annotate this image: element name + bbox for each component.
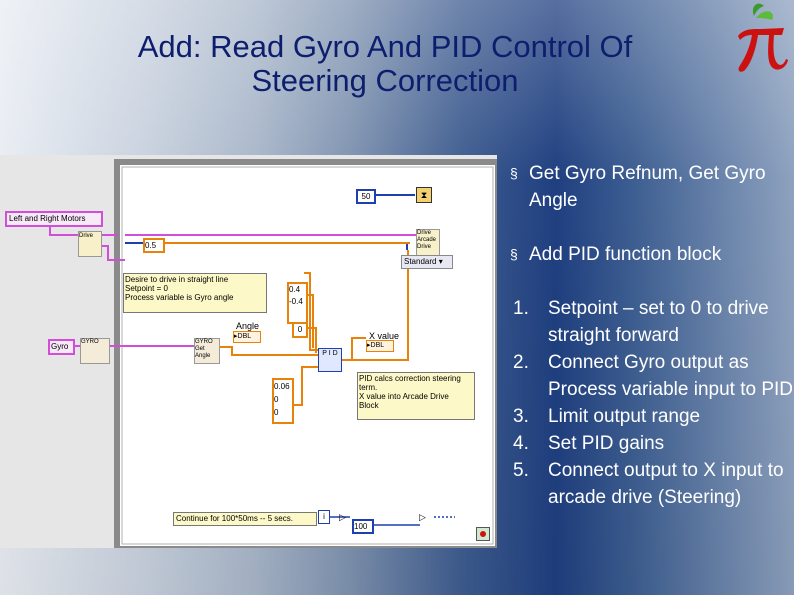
gyro-refnum-label: Gyro	[48, 339, 75, 355]
setpoint-constant: 0	[292, 322, 308, 338]
dropdown-arrow-icon: ▾	[438, 257, 443, 266]
range-low-value: -0.4	[289, 297, 303, 306]
constant-50: 50	[356, 189, 376, 204]
angle-label: Angle	[236, 321, 260, 331]
pid-function-block-icon: P I D	[318, 348, 342, 372]
title-line-1: Add: Read Gyro And PID Control Of	[137, 29, 633, 64]
gain-i: 0	[274, 395, 279, 404]
drive-node-icon: Drive	[78, 231, 102, 257]
slide-title: Add: Read Gyro And PID Control Of Steeri…	[40, 30, 730, 98]
gain-p: 0.06	[274, 382, 290, 391]
loop-condition-icon[interactable]	[476, 527, 490, 541]
left-right-motors-label: Left and Right Motors	[5, 211, 103, 227]
bullet-item: §Get Gyro Refnum, Get Gyro Angle	[510, 160, 794, 214]
step-item: 2.Connect Gyro output as Process variabl…	[513, 352, 794, 400]
bullet-panel: §Get Gyro Refnum, Get Gyro Angle §Add PI…	[510, 160, 794, 511]
step-item: 1.Setpoint – set to 0 to drive straight …	[513, 298, 769, 346]
pi-apple-logo-icon	[732, 2, 790, 76]
iteration-terminal: i	[318, 510, 330, 524]
step-item: 3.Limit output range	[513, 406, 701, 427]
title-line-2: Steering Correction	[251, 63, 519, 98]
compare-node-icon: ▷	[419, 512, 426, 522]
bullet-marker-icon: §	[510, 165, 518, 181]
bullet-item: §Add PID function block	[510, 241, 794, 268]
comment-continue: Continue for 100*50ms -- 5 secs.	[173, 512, 317, 526]
gyro-node-icon: GYRO	[80, 338, 110, 364]
step-item: 5.Connect output to X input to arcade dr…	[513, 460, 784, 508]
comment-straight-line: Desire to drive in straight line Setpoin…	[123, 273, 267, 313]
x-value-indicator: ▸DBL	[366, 340, 394, 352]
labview-block-diagram: Left and Right Motors Drive 50 ⧗ 0.5 Dri…	[0, 155, 497, 548]
wait-timer-icon: ⧗	[416, 187, 432, 203]
constant-0-5: 0.5	[143, 238, 165, 253]
constant-100: 100	[352, 519, 374, 534]
gyro-get-angle-node-icon: GYRO Get Angle	[194, 338, 220, 364]
x-value-label: X value	[369, 331, 400, 341]
pid-gains-cluster: 0.06 0 0	[272, 378, 294, 424]
comment-pid: PID calcs correction steering term. X va…	[357, 372, 475, 420]
steps-list: 1.Setpoint – set to 0 to drive straight …	[510, 295, 794, 511]
standard-dropdown[interactable]: Standard ▾	[401, 255, 453, 269]
output-range-cluster: 0.4 -0.4	[287, 282, 308, 324]
less-than-icon: ▷	[339, 512, 346, 522]
bullet-marker-icon: §	[510, 246, 518, 262]
angle-indicator: ▸DBL	[233, 331, 261, 343]
gain-d: 0	[274, 408, 279, 417]
step-item: 4.Set PID gains	[513, 433, 665, 454]
range-high-value: 0.4	[289, 285, 301, 294]
